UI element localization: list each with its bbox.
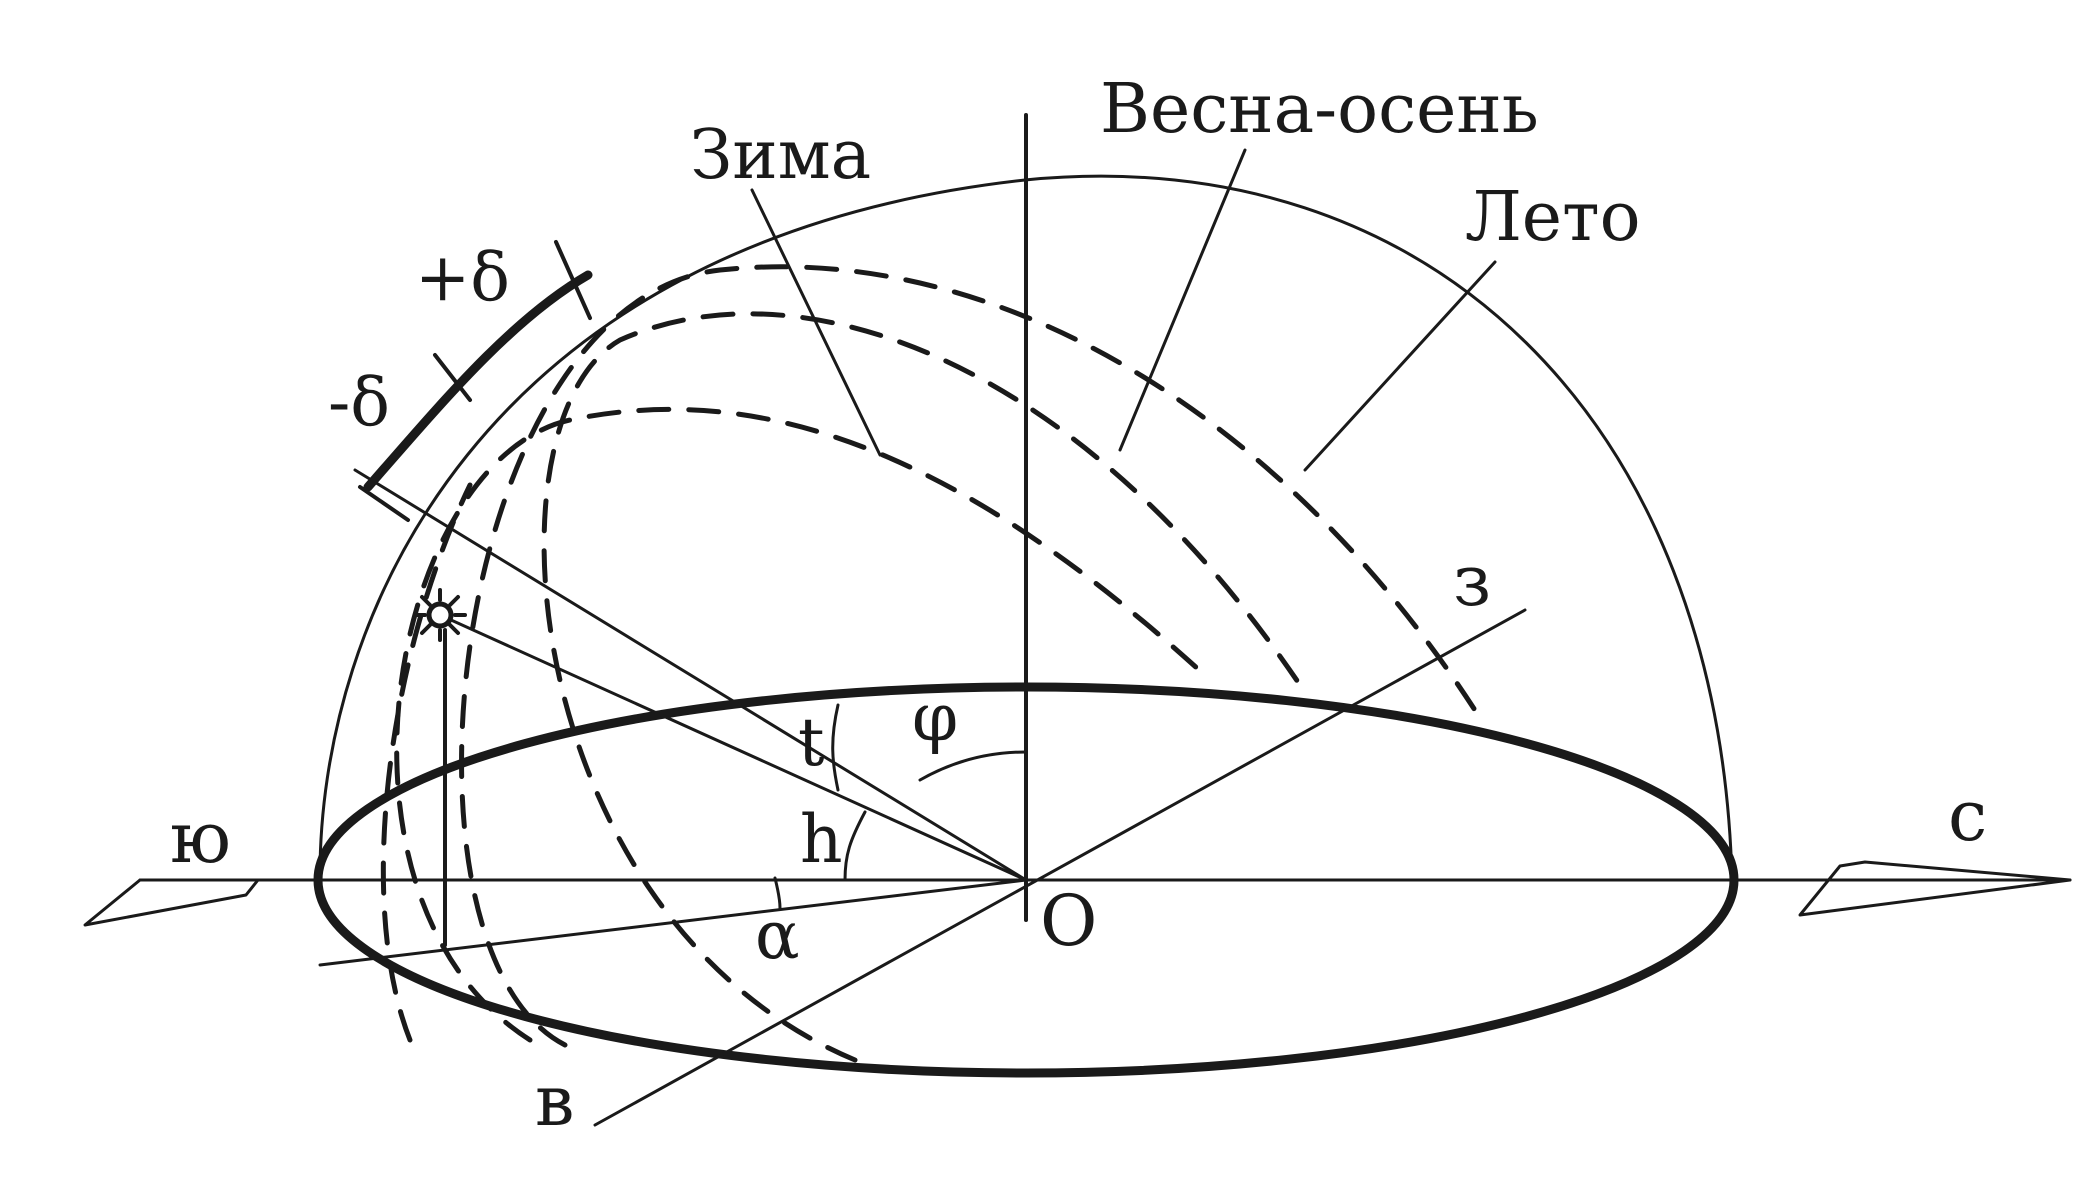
label-origin: О [1040, 880, 1097, 962]
summer-leader [1303, 260, 1497, 472]
winter-path [394, 406, 1213, 1043]
azimuth-angle-arc [773, 876, 782, 910]
south-arrow [83, 878, 260, 927]
equinox-path [541, 311, 1303, 1063]
sun-direction-line [438, 613, 1028, 882]
label-equinox: Весна-осень [1100, 70, 1539, 149]
label-west: з [1453, 540, 1491, 622]
declination-arc [363, 270, 593, 492]
declination-tick-top [554, 240, 592, 320]
label-hour-angle: t [798, 704, 825, 781]
hour-angle-arc [831, 703, 840, 792]
north-arrow [1798, 860, 2072, 917]
altitude-angle-arc [843, 810, 867, 882]
label-latitude: φ [912, 679, 958, 756]
equinox-leader [1118, 148, 1247, 452]
world-axis [353, 468, 1028, 882]
label-declination-minus: -δ [328, 364, 390, 441]
latitude-angle-arc [918, 750, 1028, 782]
sun-meridian-path [380, 482, 473, 1043]
label-azimuth: α [755, 897, 800, 974]
declination-tick-bottom [358, 485, 410, 522]
east-west-axis [593, 608, 1527, 1127]
declination-tick-mid [433, 353, 472, 402]
winter-leader [750, 188, 882, 457]
label-north: с [1948, 775, 1987, 857]
label-altitude: h [800, 801, 843, 878]
sun-icon [413, 588, 467, 642]
label-winter: Зима [690, 116, 871, 195]
summer-path [459, 264, 1483, 1048]
label-east: в [535, 1060, 574, 1142]
label-declination-plus: +δ [415, 239, 510, 316]
label-summer: Лето [1465, 178, 1641, 257]
label-south: ю [170, 797, 231, 879]
